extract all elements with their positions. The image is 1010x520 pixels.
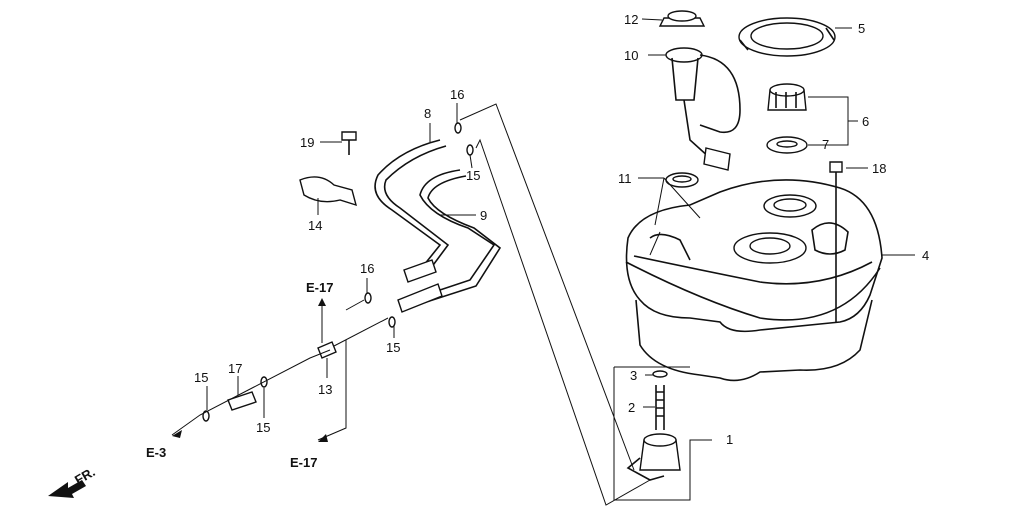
front-direction-arrow: FR. xyxy=(48,464,98,498)
callout-11: 11 xyxy=(618,171,632,186)
tank-gasket xyxy=(738,17,836,57)
callout-8: 8 xyxy=(424,106,431,121)
tube-9 xyxy=(409,169,502,307)
callout-3: 3 xyxy=(630,368,637,383)
callout-19: 19 xyxy=(300,135,314,150)
callout-4: 4 xyxy=(922,248,929,263)
callout-18: 18 xyxy=(872,161,886,176)
reference-arrows xyxy=(172,298,328,442)
fuel-gauge-unit xyxy=(665,47,741,171)
hose-clamp xyxy=(299,176,358,207)
callout-15-mid: 15 xyxy=(386,340,400,355)
callout-16-top: 16 xyxy=(450,87,464,102)
callout-15-top: 15 xyxy=(466,168,480,183)
three-way-joint xyxy=(317,341,337,359)
clamp-screw xyxy=(341,131,357,155)
callout-16-mid: 16 xyxy=(360,261,374,276)
callout-15-lower: 15 xyxy=(256,420,270,435)
callout-12: 12 xyxy=(624,12,638,27)
reference-e3: E-3 xyxy=(146,445,166,460)
callout-9: 9 xyxy=(480,208,487,223)
callout-2: 2 xyxy=(628,400,635,415)
callout-14: 14 xyxy=(308,218,322,233)
reference-e17-bottom: E-17 xyxy=(290,455,317,470)
hose-fittings xyxy=(397,259,443,313)
reference-e17-top: E-17 xyxy=(306,280,333,295)
callout-13: 13 xyxy=(318,382,332,397)
callout-5: 5 xyxy=(858,21,865,36)
fuel-tank xyxy=(625,179,883,382)
callout-15-left: 15 xyxy=(194,370,208,385)
tube-8 xyxy=(374,139,450,273)
callout-6: 6 xyxy=(862,114,869,129)
fuel-cock xyxy=(626,370,681,481)
pipe-17 xyxy=(227,391,257,411)
leader-lines xyxy=(171,18,915,506)
tank-bolt xyxy=(829,161,843,322)
cap-assembly xyxy=(766,83,808,154)
callout-10: 10 xyxy=(624,48,638,63)
callout-17: 17 xyxy=(228,361,242,376)
fuel-seal xyxy=(665,172,699,188)
callout-7: 7 xyxy=(822,137,829,152)
callout-1: 1 xyxy=(726,432,733,447)
filler-cap xyxy=(658,10,706,27)
